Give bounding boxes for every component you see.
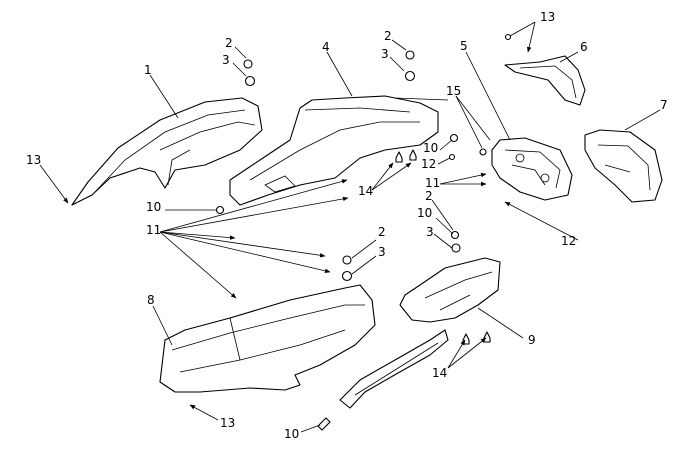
callout-c12b: 12 <box>561 234 576 248</box>
callout-c7: 7 <box>660 98 668 112</box>
callout-c11b: 11 <box>146 223 161 237</box>
callout-c12a: 12 <box>421 157 436 171</box>
part-4-frame-cover <box>229 95 449 206</box>
part-8-lower-side-cover <box>159 284 376 393</box>
callout-c2c: 2 <box>425 189 433 203</box>
callout-c2d: 2 <box>378 225 386 239</box>
part-6-rear-bracket <box>504 55 586 106</box>
callout-c6: 6 <box>580 40 588 54</box>
callout-c13b: 13 <box>26 153 41 167</box>
callout-c13a: 13 <box>540 10 555 24</box>
callout-c8: 8 <box>147 293 155 307</box>
callout-c10c: 10 <box>417 206 432 220</box>
part-5-tail-light <box>491 137 573 201</box>
callout-c3d: 3 <box>378 245 386 259</box>
callout-c15: 15 <box>446 84 461 98</box>
callout-c14a: 14 <box>358 184 373 198</box>
callout-c11a: 11 <box>425 176 440 190</box>
callout-c10d: 10 <box>284 427 299 441</box>
part-7-rear-guard <box>584 129 663 203</box>
leader-lines <box>39 21 661 433</box>
callout-c10a: 10 <box>423 141 438 155</box>
callout-c1: 1 <box>144 63 152 77</box>
callout-c3b: 3 <box>381 47 389 61</box>
callout-c5: 5 <box>460 39 468 53</box>
callout-c13c: 13 <box>220 416 235 430</box>
callout-c2a: 2 <box>225 36 233 50</box>
part-9-step-panel <box>339 257 501 409</box>
callout-c2b: 2 <box>384 29 392 43</box>
part-1-upper-side-cover <box>71 97 263 206</box>
callout-c4: 4 <box>322 40 330 54</box>
callout-c14b: 14 <box>432 366 447 380</box>
callout-labels: 1 2 3 4 2 3 5 13 6 7 15 13 10 12 14 11 2… <box>26 10 668 441</box>
callout-c9: 9 <box>528 333 536 347</box>
callout-c10b: 10 <box>146 200 161 214</box>
callout-c3a: 3 <box>222 53 230 67</box>
callout-c3c: 3 <box>426 225 434 239</box>
